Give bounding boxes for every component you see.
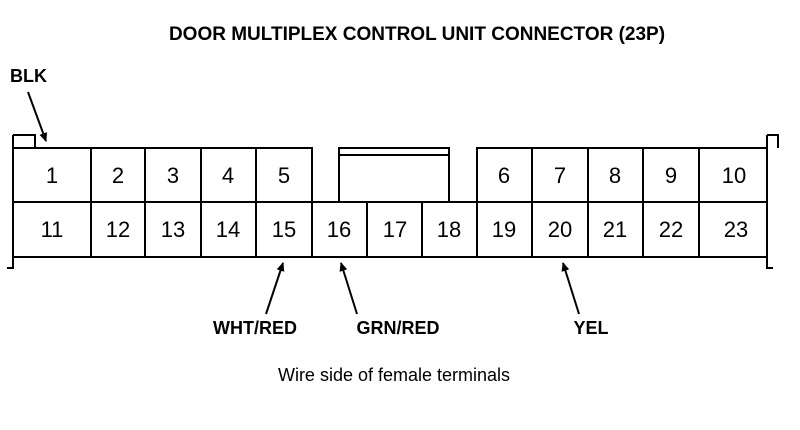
pin-19: 19: [492, 217, 516, 242]
pin-13: 13: [161, 217, 185, 242]
arrow-pin15: [265, 262, 285, 315]
pin-6: 6: [498, 163, 510, 188]
wire-label-grn-red: GRN/RED: [356, 318, 439, 338]
key-notch: [338, 147, 450, 203]
caption: Wire side of female terminals: [278, 365, 510, 385]
pin-12: 12: [106, 217, 130, 242]
bottom-row: [12, 201, 768, 258]
pin-7: 7: [554, 163, 566, 188]
pin-18: 18: [437, 217, 461, 242]
pin-2: 2: [112, 163, 124, 188]
wire-label-yel: YEL: [573, 318, 608, 338]
pin-1: 1: [46, 163, 58, 188]
pin-14: 14: [216, 217, 240, 242]
pin-4: 4: [222, 163, 234, 188]
pin-22: 22: [659, 217, 683, 242]
pin-8: 8: [609, 163, 621, 188]
pin-20: 20: [548, 217, 572, 242]
arrow-pin16: [339, 262, 358, 315]
arrow-pin1: [27, 91, 47, 142]
wire-label-blk: BLK: [10, 66, 47, 86]
pin-15: 15: [272, 217, 296, 242]
pin-21: 21: [603, 217, 627, 242]
diagram-title: DOOR MULTIPLEX CONTROL UNIT CONNECTOR (2…: [169, 24, 665, 45]
pin-3: 3: [167, 163, 179, 188]
pin-17: 17: [383, 217, 407, 242]
pin-16: 16: [327, 217, 351, 242]
pin-23: 23: [724, 217, 748, 242]
pin-10: 10: [722, 163, 746, 188]
pin-5: 5: [278, 163, 290, 188]
arrow-pin20: [561, 262, 580, 315]
pin-9: 9: [665, 163, 677, 188]
pin-11: 11: [41, 217, 64, 242]
wire-label-wht-red: WHT/RED: [213, 318, 297, 338]
bottom-pin-labels: 11 12 13 14 15 16 17 18 19 20 21 22 23: [41, 217, 749, 242]
top-pin-labels: 1 2 3 4 5 6 7 8 9 10: [46, 163, 746, 188]
